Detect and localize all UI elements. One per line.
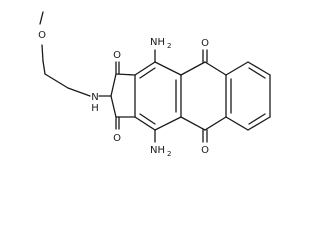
amino-bottom-subscript: 2 — [167, 150, 171, 158]
benzo-ring-bonds — [225, 61, 271, 131]
amino-top-label: NH — [150, 37, 165, 48]
atom-labels: O N H O O NH 2 NH 2 O O — [38, 30, 209, 158]
side-chain-bonds — [39, 11, 112, 97]
central-aromatic-ring-bonds — [134, 49, 182, 143]
amino-top-subscript: 2 — [167, 42, 171, 50]
quinone-oxygen-top-label: O — [201, 38, 209, 49]
five-membered-ring-bonds — [110, 61, 136, 130]
ketone-oxygen-bottom-label: O — [113, 133, 121, 144]
quinone-ring-bonds — [180, 49, 227, 143]
quinone-oxygen-bottom-label: O — [201, 145, 209, 156]
amine-hydrogen-label: H — [91, 103, 99, 114]
methoxy-oxygen-label: O — [38, 30, 46, 41]
chemical-structure-diagram: O N H O O NH 2 NH 2 O O — [38, 11, 271, 158]
amine-nitrogen-label: N — [91, 92, 98, 103]
amino-bottom-label: NH — [150, 145, 165, 156]
ketone-oxygen-top-label: O — [113, 50, 121, 61]
